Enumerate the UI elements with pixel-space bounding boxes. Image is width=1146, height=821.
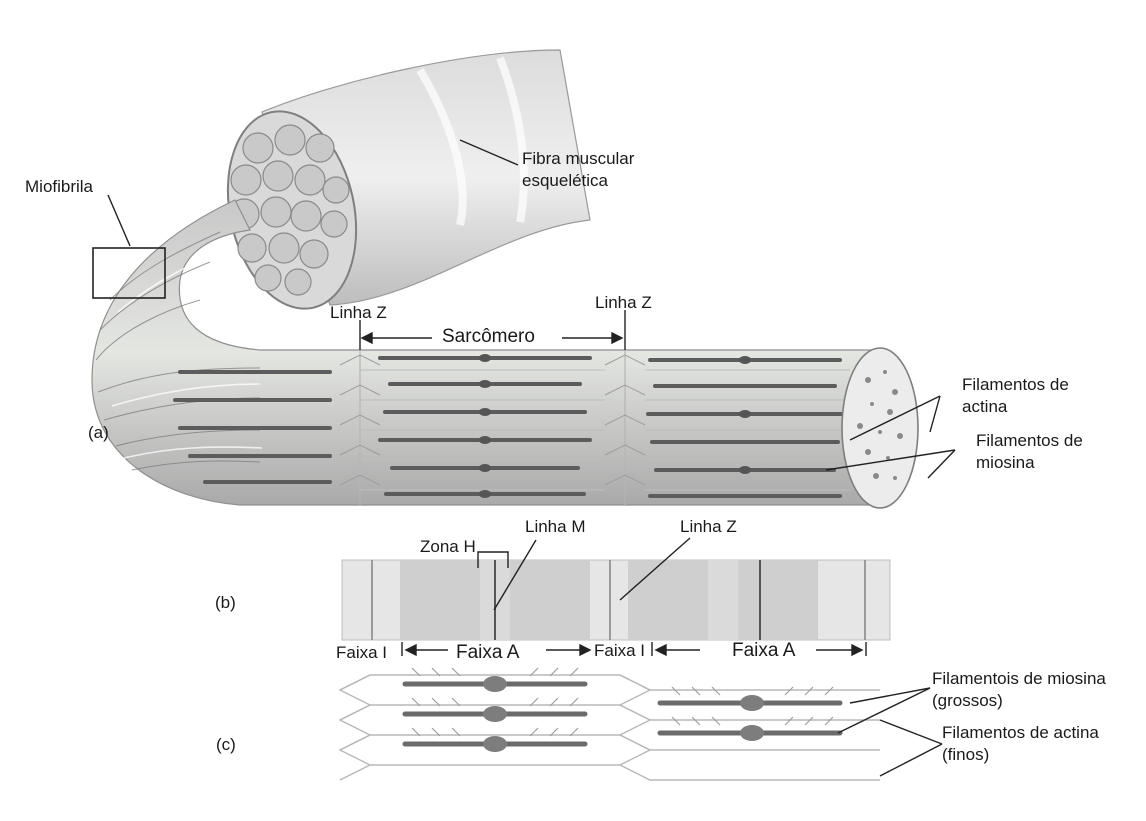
label-actina-line1: Filamentos de: [962, 375, 1069, 394]
label-finos-line2: (finos): [942, 745, 989, 764]
label-zona-h: Zona H: [420, 537, 476, 556]
band-micrograph: [342, 560, 890, 640]
label-miofibrila: Miofibrila: [25, 177, 94, 196]
label-faixa-i-2: Faixa I: [594, 641, 645, 660]
label-linha-z-b: Linha Z: [680, 517, 737, 536]
label-faixa-i-1: Faixa I: [336, 643, 387, 662]
label-fibra-line1: Fibra muscular: [522, 149, 635, 168]
label-linha-z-left: Linha Z: [330, 303, 387, 322]
label-miosina-line2: miosina: [976, 453, 1035, 472]
myofibril-end: [842, 348, 918, 508]
label-faixa-a-2: Faixa A: [732, 640, 796, 661]
label-faixa-a-1: Faixa A: [456, 642, 520, 663]
label-actina-line2: actina: [962, 397, 1008, 416]
label-grossos-line1: Filamentois de miosina: [932, 669, 1106, 688]
label-linha-m: Linha M: [525, 517, 585, 536]
label-linha-z-right: Linha Z: [595, 293, 652, 312]
label-miosina-line1: Filamentos de: [976, 431, 1083, 450]
label-fibra-line2: esquelética: [522, 171, 609, 190]
filament-lattice: [340, 668, 880, 780]
label-panel-b: (b): [215, 593, 236, 612]
label-sarcomero: Sarcômero: [442, 326, 535, 347]
label-finos-line1: Filamentos de actina: [942, 723, 1099, 742]
label-grossos-line2: (grossos): [932, 691, 1003, 710]
label-panel-c: (c): [216, 735, 236, 754]
label-panel-a: (a): [88, 423, 109, 442]
